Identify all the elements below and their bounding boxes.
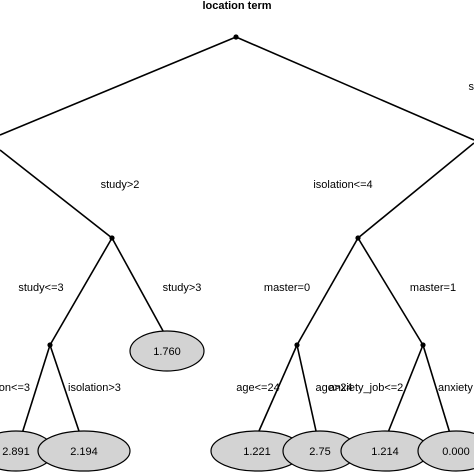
edge-label-isolation-le-4: isolation<=4 bbox=[313, 179, 372, 191]
edge-label-study-gt-3: study>3 bbox=[163, 282, 202, 294]
leaf-node-2194: 2.194 bbox=[37, 430, 131, 472]
edge-master-1 bbox=[357, 237, 424, 346]
node-anxiety-job bbox=[420, 342, 426, 348]
edge-study-gt-2 bbox=[0, 149, 113, 239]
leaf-node-275: 2.75 bbox=[282, 430, 358, 472]
node-age bbox=[294, 342, 300, 348]
leaf-value: 2.891 bbox=[2, 446, 30, 458]
edge-label-isolation-le-3: on<=3 bbox=[0, 382, 30, 394]
node-master bbox=[355, 235, 361, 241]
edge-label-anxiety-right: anxiety bbox=[438, 382, 473, 394]
edge-label-age-le-24: age<=24 bbox=[236, 382, 279, 394]
leaf-value: 0.000 bbox=[442, 446, 470, 458]
edge-label-age-gt-24: age>24 bbox=[315, 382, 352, 394]
leaf-node-2891: 2.891 bbox=[0, 430, 55, 472]
edge-root-right bbox=[235, 36, 474, 141]
leaf-value: 1.214 bbox=[371, 446, 399, 458]
node-root bbox=[233, 34, 239, 40]
edge-anxiety-job-le-2 bbox=[384, 344, 424, 441]
edge-label-study-gt-2: study>2 bbox=[101, 179, 140, 191]
edge-label-master-1: master=1 bbox=[410, 282, 456, 294]
edge-label-root-right: s bbox=[469, 81, 474, 93]
leaf-node-1760: 1.760 bbox=[129, 330, 205, 372]
leaf-value: 1.221 bbox=[243, 446, 271, 458]
edge-anxiety-job-gt-2 bbox=[422, 344, 453, 441]
diagram-title: location term bbox=[202, 0, 271, 12]
edge-root-left bbox=[0, 36, 237, 136]
leaf-node-1214: 1.214 bbox=[340, 430, 430, 472]
leaf-value: 2.194 bbox=[70, 446, 98, 458]
edge-isolation-gt-3 bbox=[49, 344, 83, 441]
edge-age-gt-24 bbox=[296, 344, 319, 441]
edge-label-isolation-gt-3: isolation>3 bbox=[68, 382, 121, 394]
node-isolation bbox=[47, 342, 53, 348]
edge-label-master-0: master=0 bbox=[264, 282, 310, 294]
edge-study-gt-3 bbox=[111, 237, 169, 341]
edge-isolation-le-4 bbox=[357, 142, 474, 239]
leaf-value: 1.760 bbox=[153, 346, 181, 358]
leaf-node-0000: 0.000 bbox=[417, 430, 474, 472]
leaf-value: 2.75 bbox=[309, 446, 330, 458]
edge-study-le-3 bbox=[49, 237, 113, 346]
edge-master-0 bbox=[296, 237, 359, 346]
edge-age-le-24 bbox=[254, 344, 298, 441]
edge-label-anxiety-job-le-2: anxiety_job<=2 bbox=[329, 382, 404, 394]
edge-label-study-le-3: study<=3 bbox=[18, 282, 63, 294]
node-study bbox=[109, 235, 115, 241]
edge-isolation-le-3 bbox=[19, 344, 51, 441]
